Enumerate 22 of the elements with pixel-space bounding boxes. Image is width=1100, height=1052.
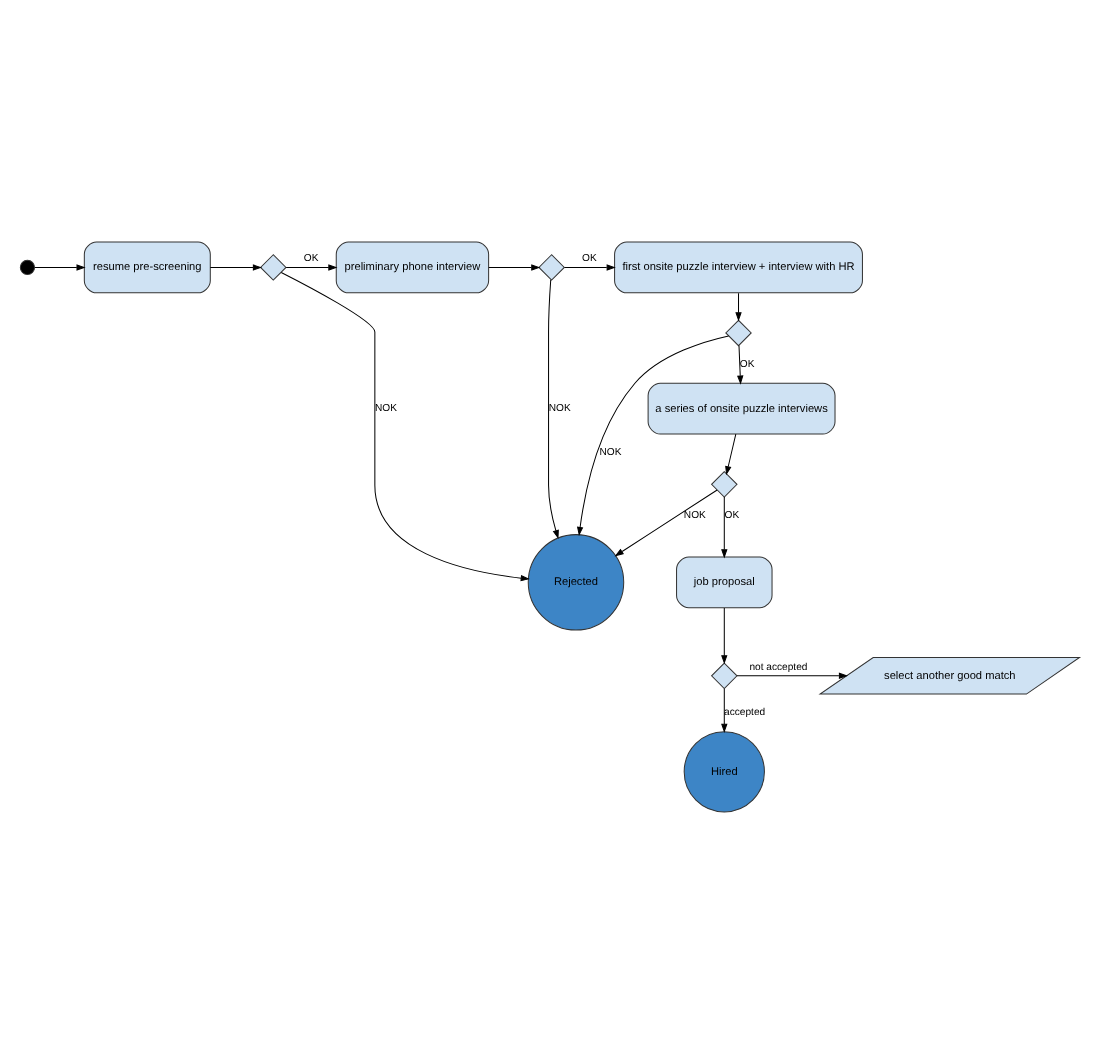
arrow xyxy=(34,263,86,270)
node-circle xyxy=(19,258,36,275)
node-diamond xyxy=(538,253,566,280)
arrow xyxy=(725,432,737,475)
arrow xyxy=(736,671,849,679)
arrow xyxy=(735,291,742,321)
node-diamond xyxy=(259,253,287,280)
arrow xyxy=(488,263,541,270)
arrow xyxy=(285,263,338,270)
node-diamond xyxy=(725,318,752,346)
arrow xyxy=(721,687,728,732)
arrow xyxy=(280,270,530,581)
arrow xyxy=(209,263,263,270)
arrow xyxy=(614,488,718,556)
arrow xyxy=(721,606,728,664)
arrow xyxy=(576,334,730,536)
node-diamond xyxy=(710,469,738,497)
arrow xyxy=(563,263,616,270)
node-diamond xyxy=(710,661,738,689)
arrow xyxy=(548,278,559,539)
arrow xyxy=(737,344,744,384)
arrow xyxy=(721,495,728,558)
